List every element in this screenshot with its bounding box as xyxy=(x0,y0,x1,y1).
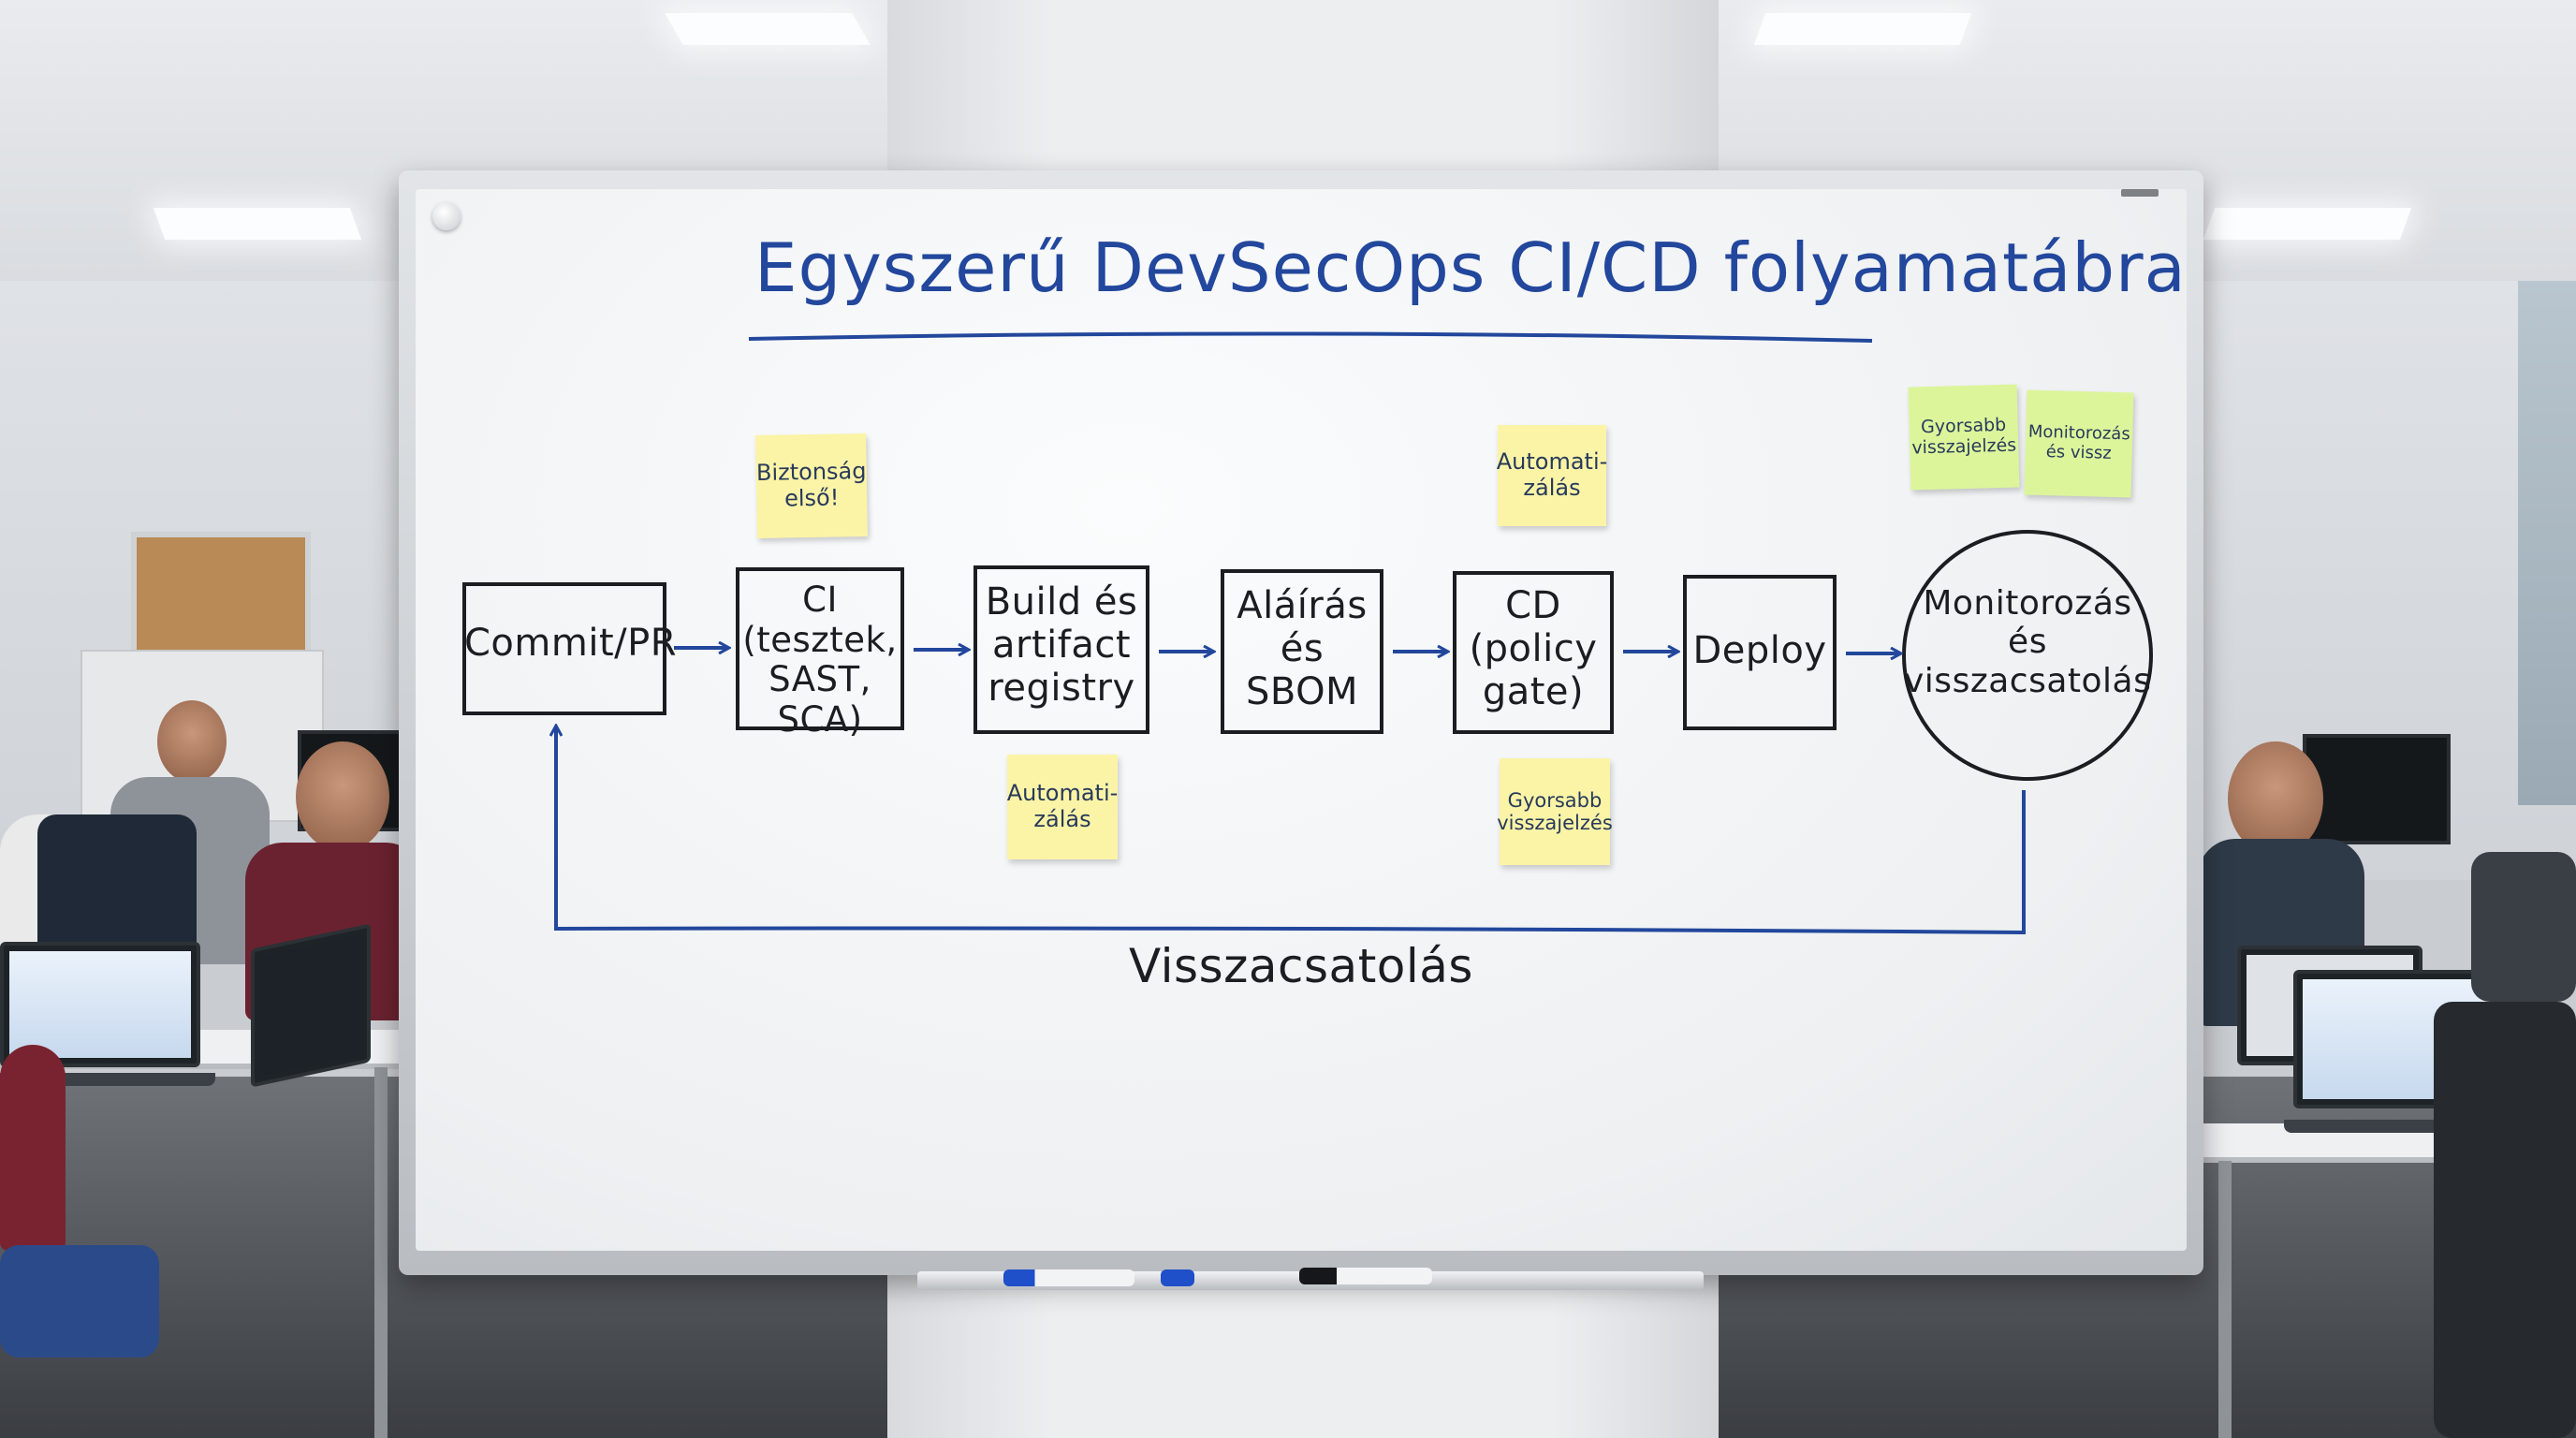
coworker-head xyxy=(296,741,389,852)
sticky-note: Automati- zálás xyxy=(1497,425,1607,526)
laptop xyxy=(0,942,200,1067)
office-chair xyxy=(37,814,197,964)
sticky-note: Gyorsabb visszajelzés xyxy=(1908,384,2020,491)
step-label-commit: Commit/PR xyxy=(464,622,678,665)
black-marker-icon[interactable] xyxy=(1299,1268,1432,1284)
diagram-title: Egyszerű DevSecOps CI/CD folyamatábra xyxy=(754,228,2187,307)
step-circle-monitoring xyxy=(1902,530,2153,781)
office-chair xyxy=(2434,1002,2576,1438)
step-box-ci xyxy=(736,567,904,730)
step-box-commit xyxy=(462,582,666,715)
window xyxy=(2518,281,2576,805)
blue-marker-icon[interactable] xyxy=(1003,1269,1134,1286)
step-label-signing: Aláírás és SBOM xyxy=(1237,584,1368,713)
step-box-cd xyxy=(1453,571,1614,734)
step-label-build: Build és artifact registry xyxy=(985,580,1138,710)
step-box-build xyxy=(973,565,1149,734)
desk-leg xyxy=(2218,1161,2232,1438)
step-box-signing xyxy=(1221,569,1383,734)
step-label-ci: CI (tesztek, SAST, SCA) xyxy=(742,580,898,740)
sticky-note: Biztonság első! xyxy=(755,433,868,539)
whiteboard-badge xyxy=(2121,189,2159,197)
office-chair xyxy=(0,1245,159,1357)
magnet-icon xyxy=(432,202,461,230)
coworker-body xyxy=(0,1045,66,1251)
whiteboard-frame xyxy=(399,170,2203,1275)
step-label-deploy: Deploy xyxy=(1692,629,1827,672)
sticky-note: Gyorsabb visszajelzés xyxy=(1497,758,1613,865)
step-label-monitoring: Monitorozás és visszacsatolás xyxy=(1904,584,2152,700)
desk-leg xyxy=(374,1067,388,1438)
coworker-head xyxy=(157,700,227,783)
title-underline xyxy=(748,331,1873,343)
whiteboard-surface xyxy=(416,189,2187,1251)
feedback-loop-arrow xyxy=(556,726,2026,935)
sticky-note: Automati- zálás xyxy=(1007,755,1118,859)
step-box-deploy xyxy=(1683,575,1837,730)
coworker-head xyxy=(2228,741,2323,856)
sticky-note: Monitorozás és vissz xyxy=(2024,389,2134,498)
corkboard xyxy=(131,532,311,655)
feedback-label: Visszacsatolás xyxy=(1129,939,1473,993)
office-chair xyxy=(2471,852,2576,1002)
step-label-cd: CD (policy gate) xyxy=(1469,584,1598,713)
blue-marker-cap-icon[interactable] xyxy=(1161,1269,1194,1286)
